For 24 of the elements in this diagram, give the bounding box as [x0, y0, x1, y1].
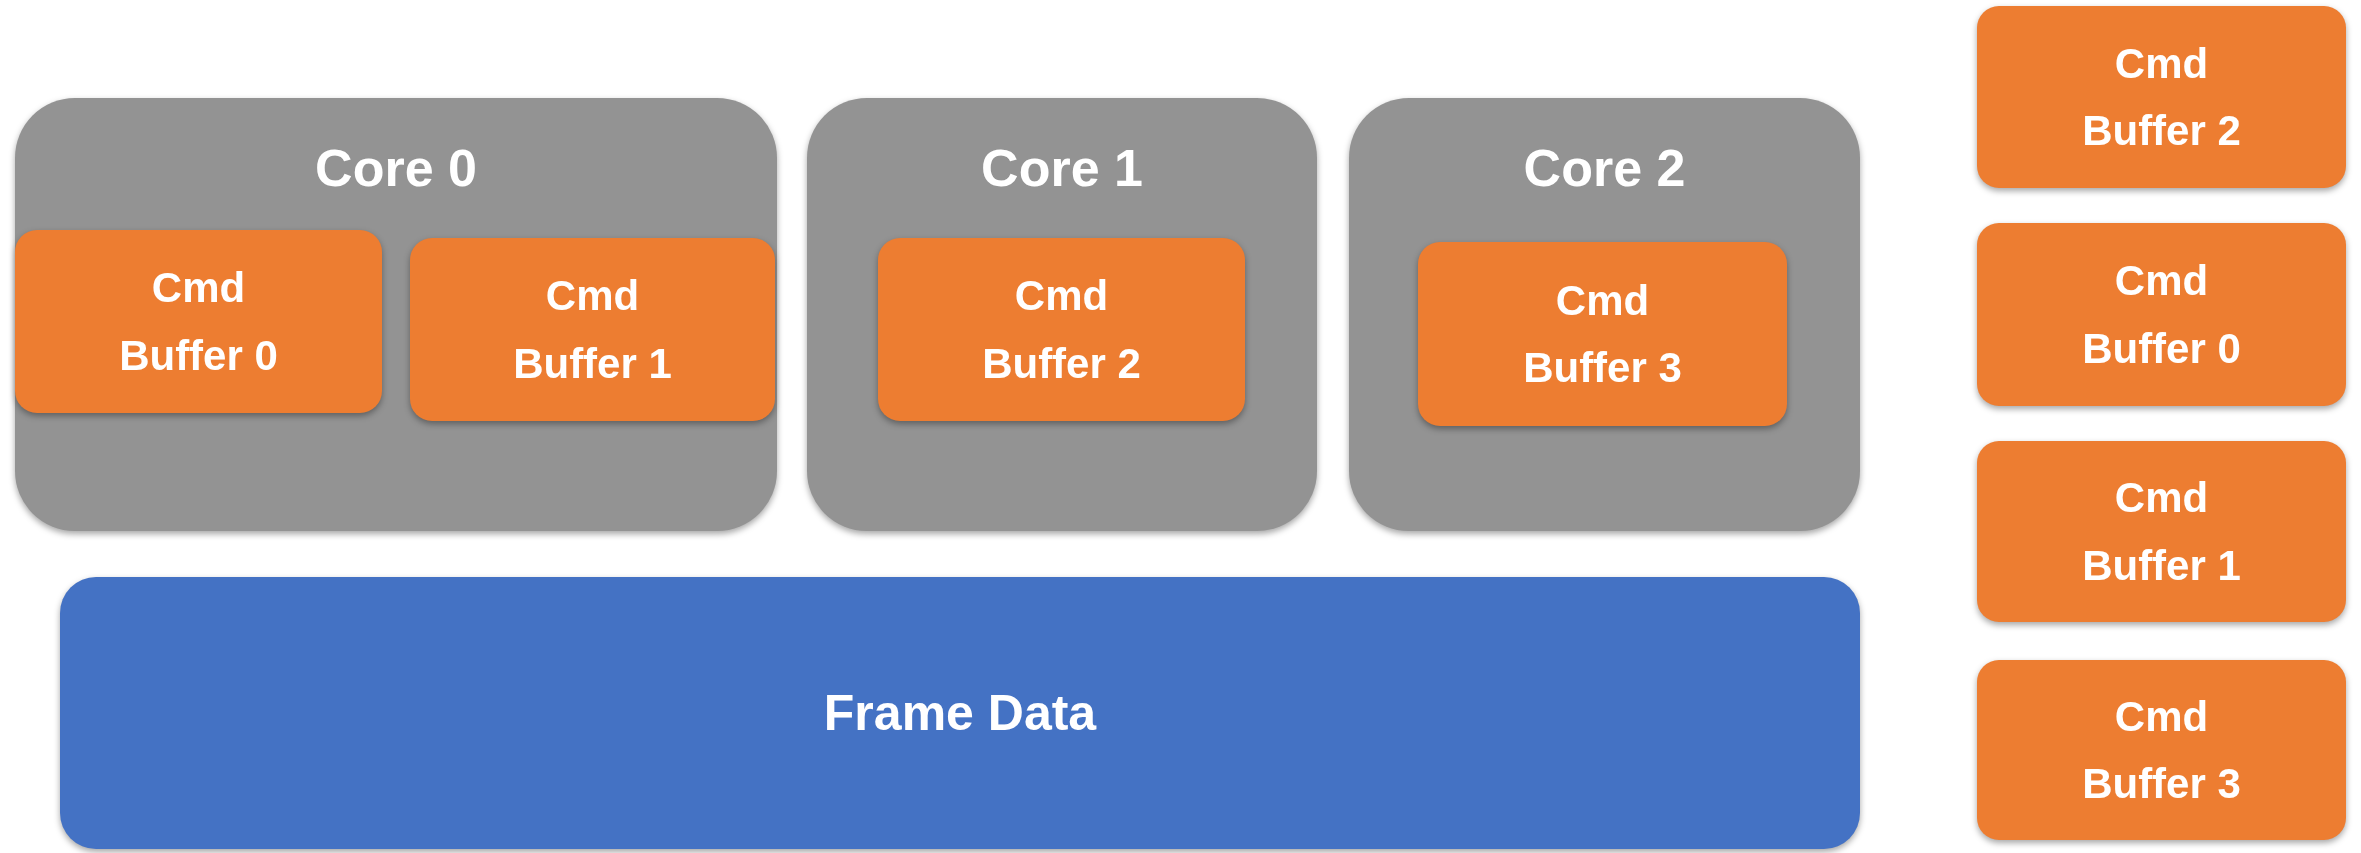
command-buffer-box	[878, 238, 1245, 421]
core-label: Core 1	[980, 138, 1144, 198]
command-buffer-box	[1418, 242, 1787, 426]
box-label: Cmd Buffer 2	[2081, 38, 2242, 156]
command-buffer-box	[410, 238, 775, 421]
box-label: Cmd Buffer 1	[2081, 473, 2242, 591]
core-panel	[15, 98, 777, 531]
core-panel	[807, 98, 1317, 531]
command-buffer-box	[15, 230, 382, 413]
box-label: Cmd Buffer 2	[981, 271, 1142, 389]
command-buffer-box	[1977, 223, 2346, 406]
core-label: Core 0	[314, 138, 478, 198]
box-label: Cmd Buffer 3	[2081, 691, 2242, 809]
command-buffer-box	[1977, 660, 2346, 840]
box-label: Cmd Buffer 3	[1522, 275, 1683, 393]
box-label: Frame Data	[823, 684, 1097, 742]
core-label: Core 2	[1522, 138, 1687, 198]
command-buffer-box	[1977, 6, 2346, 188]
box-label: Cmd Buffer 0	[118, 263, 279, 381]
frame-data-bar	[60, 577, 1860, 849]
box-label: Cmd Buffer 1	[512, 271, 673, 389]
box-label: Cmd Buffer 0	[2081, 256, 2242, 374]
command-buffer-box	[1977, 441, 2346, 622]
core-panel	[1349, 98, 1860, 531]
